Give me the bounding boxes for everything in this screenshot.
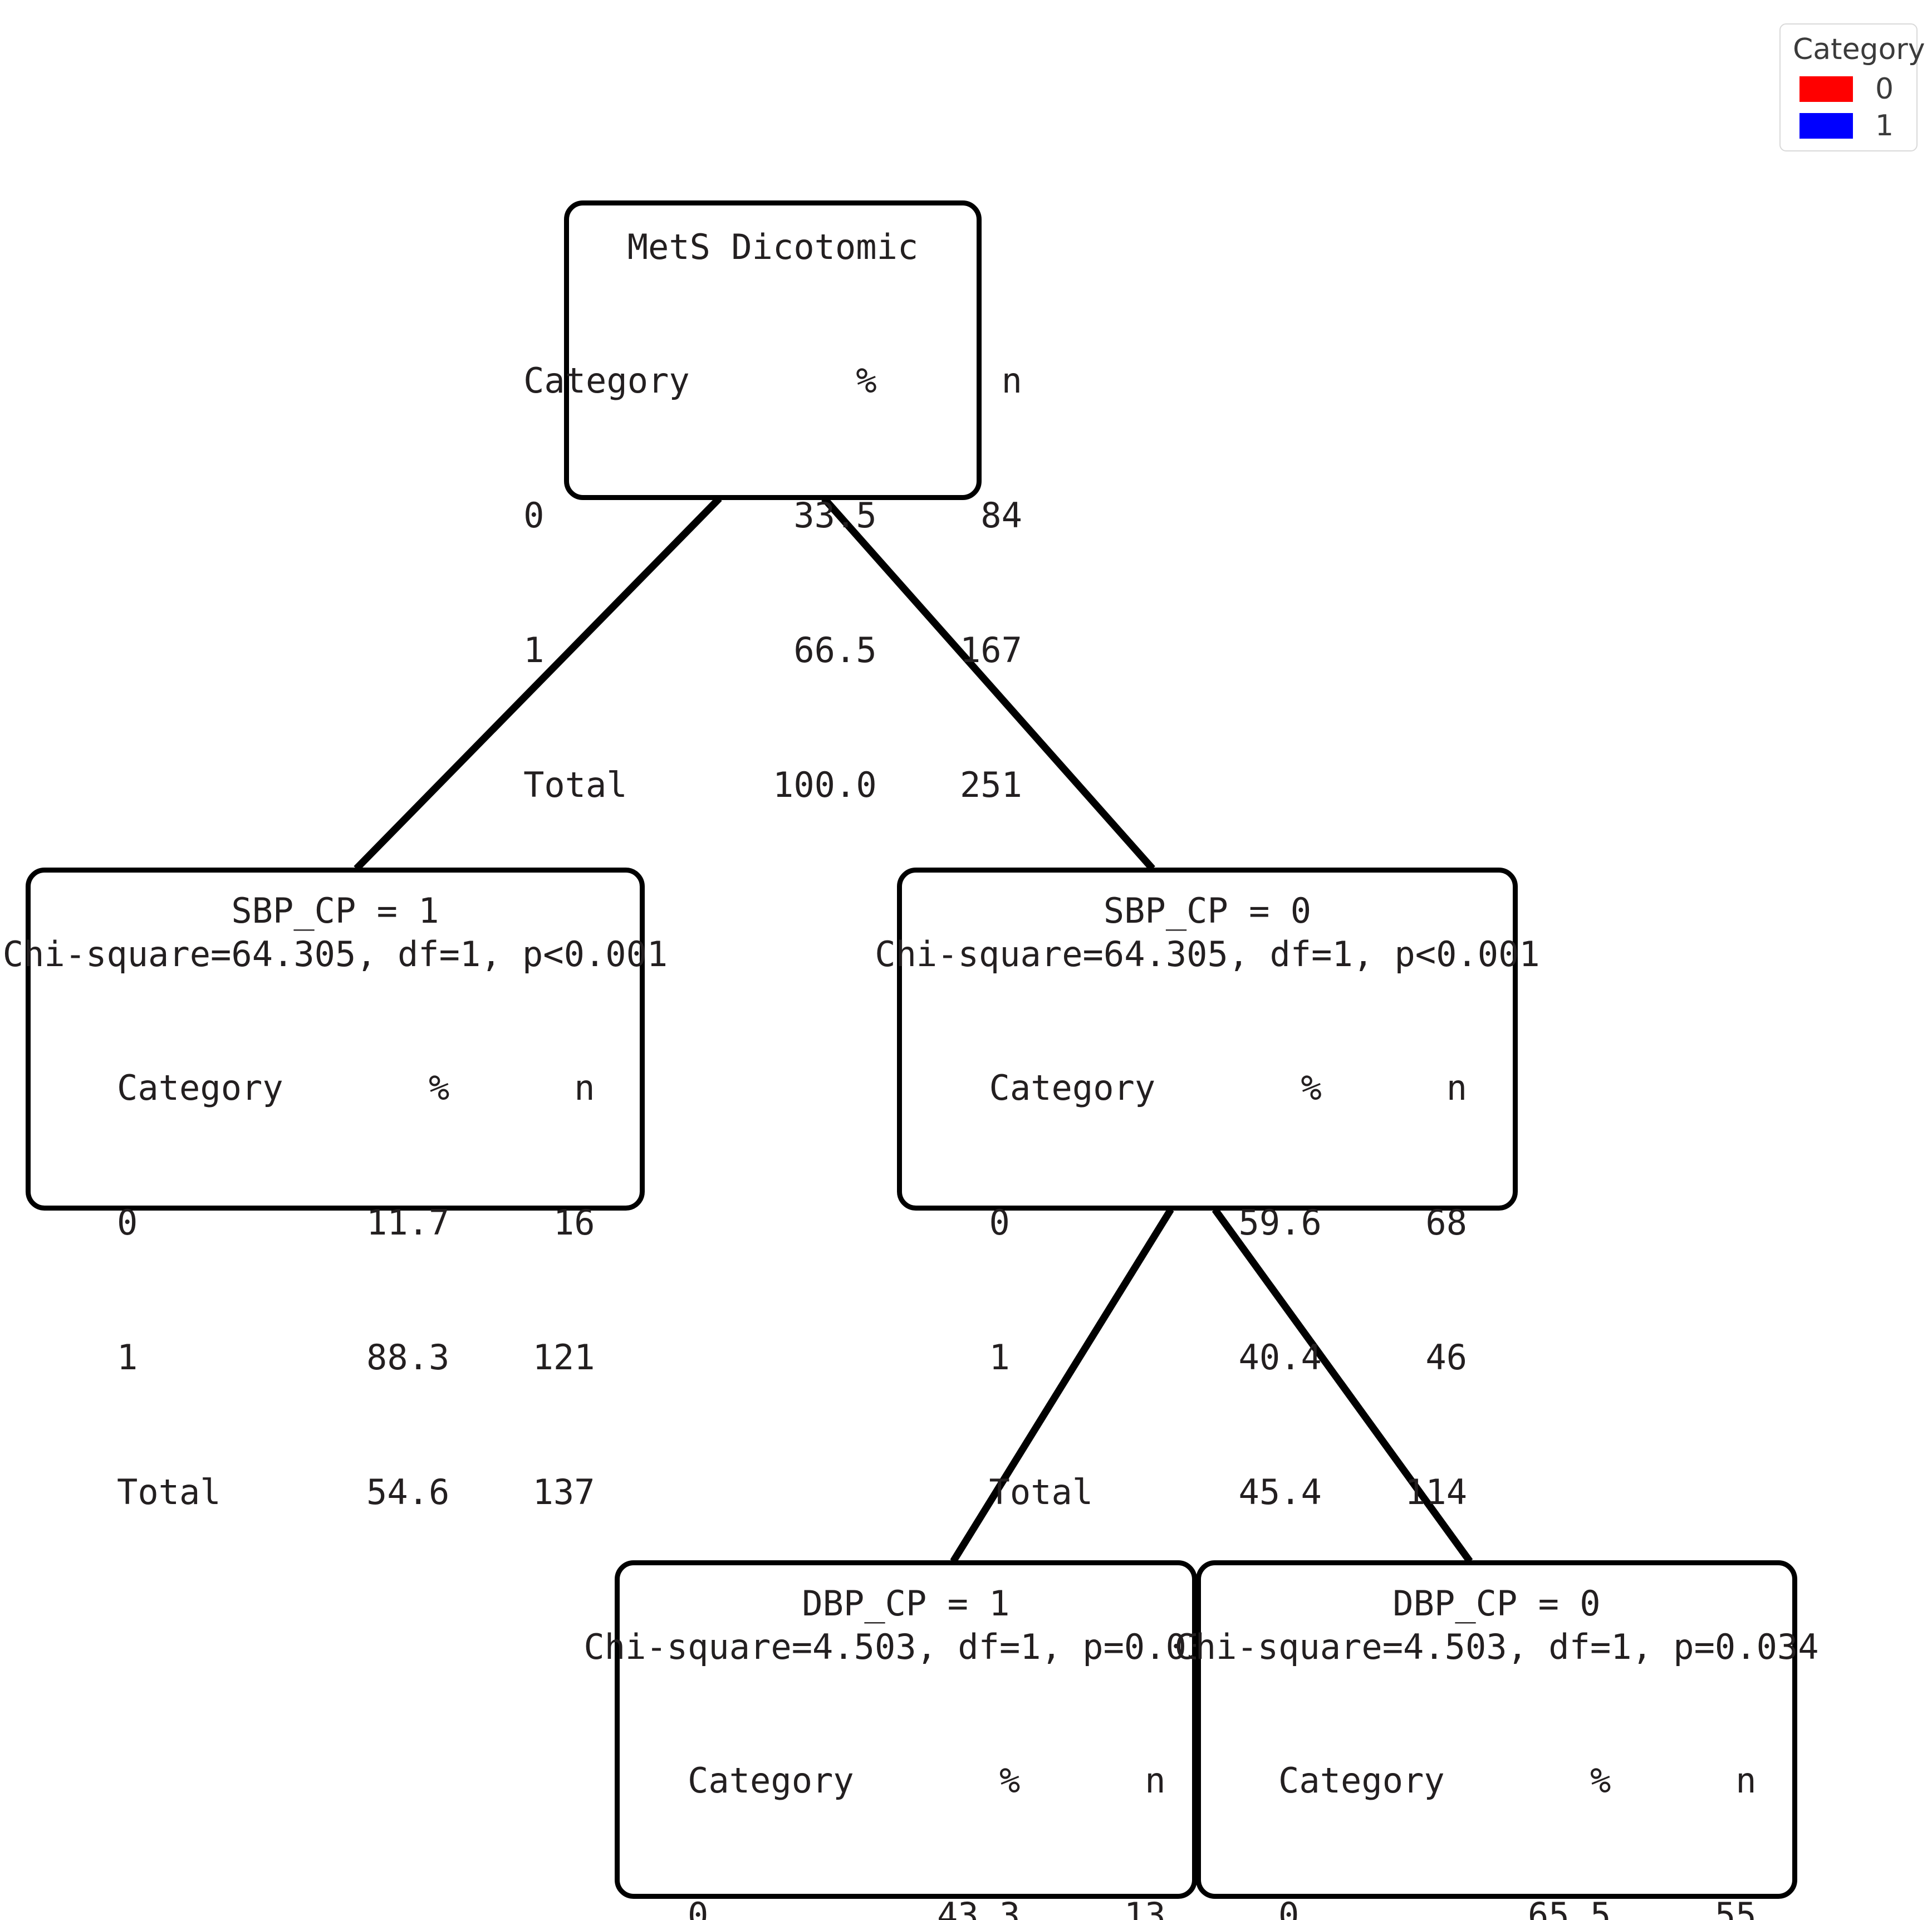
node-sbp-cp-0-statistics: Chi-square=64.305, df=1, p<0.001 xyxy=(875,934,1540,975)
legend-item-1[interactable]: 1 xyxy=(1793,111,1906,140)
legend-label-0: 0 xyxy=(1875,72,1894,106)
node-dbp-cp-1-title: DBP_CP = 1 xyxy=(802,1583,1010,1624)
table-row: 0 11.7 16 xyxy=(75,1202,595,1243)
table-row: Total 45.4 114 xyxy=(947,1471,1468,1512)
tree-node-sbp-cp-0[interactable]: SBP_CP = 0 Chi-square=64.305, df=1, p<0.… xyxy=(875,868,1540,1512)
node-dbp-cp-0-title: DBP_CP = 0 xyxy=(1392,1583,1601,1624)
edge-root-to-sbp1 xyxy=(354,496,722,871)
node-sbp-cp-1-statistics: Chi-square=64.305, df=1, p<0.001 xyxy=(2,934,668,975)
table-row: 1 66.5 167 xyxy=(523,629,1022,670)
table-row: Total 100.0 251 xyxy=(523,764,1022,805)
node-sbp-cp-1-table-header: Category % n xyxy=(75,1067,595,1109)
node-sbp-cp-0-title: SBP_CP = 0 xyxy=(1103,890,1312,931)
legend: Category 0 1 xyxy=(1779,23,1925,152)
node-root-table-header: Category % n xyxy=(523,360,1022,401)
node-root-title: MetS Dicotomic xyxy=(627,227,919,267)
node-dbp-cp-1-table: Category % n 0 43.3 13 1 56.7 17 Total 1… xyxy=(646,1669,1166,1920)
edge-root-to-sbp0 xyxy=(821,496,1155,871)
node-sbp-cp-0-table-header: Category % n xyxy=(947,1067,1468,1109)
node-root-table: Category % n 0 33.5 84 1 66.5 167 Total … xyxy=(523,269,1022,897)
table-row: 1 88.3 121 xyxy=(75,1336,595,1378)
node-dbp-cp-0-table-header: Category % n xyxy=(1237,1760,1757,1801)
edge-sbp0-to-dbp1 xyxy=(950,1207,1174,1564)
tree-node-sbp-cp-1[interactable]: SBP_CP = 1 Chi-square=64.305, df=1, p<0.… xyxy=(3,868,668,1512)
node-dbp-cp-1-statistics: Chi-square=4.503, df=1, p=0.034 xyxy=(583,1627,1228,1668)
table-row: 0 65.5 55 xyxy=(1237,1895,1757,1920)
tree-node-root[interactable]: MetS Dicotomic Category % n 0 33.5 84 1 … xyxy=(523,200,1022,805)
node-dbp-cp-0-table: Category % n 0 65.5 55 1 34.5 29 Total 3… xyxy=(1237,1669,1757,1920)
tree-node-dbp-cp-0[interactable]: DBP_CP = 0 Chi-square=4.503, df=1, p=0.0… xyxy=(1174,1560,1819,1920)
table-row: Total 54.6 137 xyxy=(75,1471,595,1512)
legend-swatch-0 xyxy=(1799,76,1853,102)
table-row: 0 33.5 84 xyxy=(523,495,1022,536)
edge-sbp0-to-dbp0 xyxy=(1212,1207,1473,1564)
node-sbp-cp-0-table: Category % n 0 59.6 68 1 40.4 46 Total 4… xyxy=(947,976,1468,1604)
legend-label-1: 1 xyxy=(1875,109,1894,143)
tree-node-dbp-cp-1[interactable]: DBP_CP = 1 Chi-square=4.503, df=1, p=0.0… xyxy=(583,1560,1228,1920)
legend-title: Category xyxy=(1793,33,1925,66)
table-row: 0 59.6 68 xyxy=(947,1202,1468,1243)
table-row: 1 40.4 46 xyxy=(947,1336,1468,1378)
legend-item-0[interactable]: 0 xyxy=(1793,75,1906,104)
node-sbp-cp-1-table: Category % n 0 11.7 16 1 88.3 121 Total … xyxy=(75,976,595,1604)
node-dbp-cp-0-statistics: Chi-square=4.503, df=1, p=0.034 xyxy=(1174,1627,1819,1668)
table-row: 0 43.3 13 xyxy=(646,1895,1166,1920)
node-dbp-cp-1-table-header: Category % n xyxy=(646,1760,1166,1801)
node-sbp-cp-1-title: SBP_CP = 1 xyxy=(231,890,439,931)
legend-swatch-1 xyxy=(1799,113,1853,139)
